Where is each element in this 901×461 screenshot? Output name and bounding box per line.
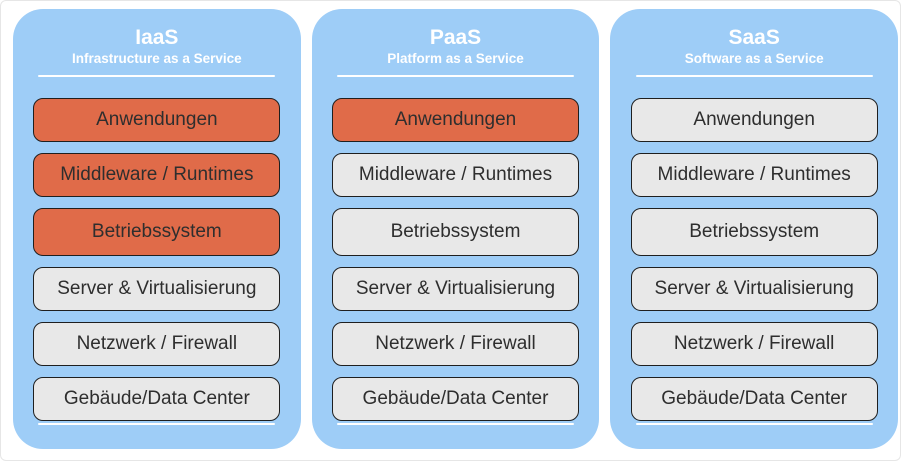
layer-label: Gebäude/Data Center (661, 388, 848, 410)
layer-box-netzwerk: Netzwerk / Firewall (630, 322, 878, 367)
layer-box-netzwerk: Netzwerk / Firewall (332, 322, 579, 367)
column-subtitle: Software as a Service (684, 51, 824, 67)
layer-box-middleware: Middleware / Runtimes (332, 153, 579, 198)
layer-box-server: Server & Virtualisierung (332, 267, 579, 312)
layer-label: Netzwerk / Firewall (673, 333, 835, 355)
column-title: IaaS (135, 26, 179, 49)
layer-label: Middleware / Runtimes (358, 164, 553, 186)
layer-box-server: Server & Virtualisierung (630, 267, 878, 312)
layer-stack: Anwendungen Middleware / Runtimes Betrie… (332, 98, 579, 422)
layer-label: Server & Virtualisierung (355, 278, 556, 300)
layer-box-server: Server & Virtualisierung (33, 267, 281, 312)
column-title: PaaS (429, 26, 482, 49)
layer-box-anwendungen: Anwendungen (332, 98, 579, 143)
layer-box-gebaeude: Gebäude/Data Center (33, 377, 281, 422)
layer-label: Betriebssystem (91, 221, 222, 243)
layer-box-gebaeude: Gebäude/Data Center (332, 377, 579, 422)
header-divider (337, 75, 574, 78)
header-divider (38, 75, 276, 78)
footer-divider (635, 423, 873, 425)
column-paas: PaaS Platform as a Service Anwendungen M… (311, 9, 600, 449)
layer-box-middleware: Middleware / Runtimes (630, 153, 878, 198)
layer-label: Server & Virtualisierung (654, 278, 854, 300)
layer-stack: Anwendungen Middleware / Runtimes Betrie… (33, 98, 281, 422)
layer-label: Server & Virtualisierung (57, 278, 257, 300)
footer-divider (38, 423, 276, 425)
layer-box-betriebssystem: Betriebssystem (332, 208, 579, 257)
layer-label: Gebäude/Data Center (362, 388, 549, 410)
layer-label: Middleware / Runtimes (60, 164, 254, 186)
layer-box-gebaeude: Gebäude/Data Center (630, 377, 878, 422)
column-subtitle: Platform as a Service (387, 51, 524, 67)
layer-box-middleware: Middleware / Runtimes (33, 153, 281, 198)
column-title: SaaS (728, 26, 780, 49)
column-subtitle: Infrastructure as a Service (72, 51, 242, 67)
layer-label: Anwendungen (693, 109, 815, 131)
layer-box-netzwerk: Netzwerk / Firewall (33, 322, 281, 367)
layer-stack: Anwendungen Middleware / Runtimes Betrie… (630, 98, 878, 422)
layer-box-betriebssystem: Betriebssystem (630, 208, 878, 257)
layer-label: Anwendungen (96, 109, 218, 131)
layer-label: Gebäude/Data Center (63, 388, 250, 410)
layer-label: Middleware / Runtimes (657, 164, 851, 186)
layer-box-betriebssystem: Betriebssystem (33, 208, 281, 257)
layer-label: Netzwerk / Firewall (76, 333, 238, 355)
header-divider (635, 75, 873, 78)
layer-label: Betriebssystem (689, 221, 820, 243)
layer-label: Anwendungen (394, 109, 517, 131)
column-iaas: IaaS Infrastructure as a Service Anwendu… (13, 9, 301, 449)
layer-label: Betriebssystem (390, 221, 521, 243)
footer-divider (337, 423, 574, 425)
column-saas: SaaS Software as a Service Anwendungen M… (610, 9, 899, 449)
layer-box-anwendungen: Anwendungen (630, 98, 878, 143)
layer-box-anwendungen: Anwendungen (33, 98, 281, 143)
layer-label: Netzwerk / Firewall (375, 333, 536, 355)
